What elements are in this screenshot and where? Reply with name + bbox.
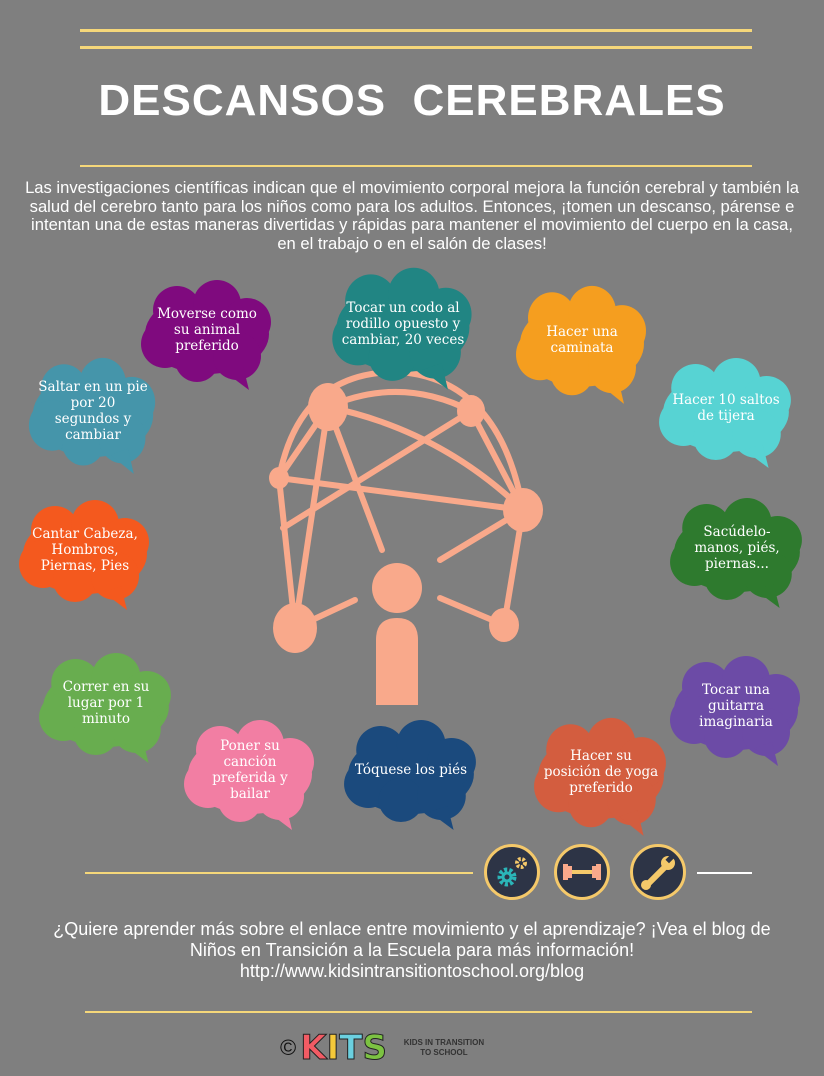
bubble-text: Moverse como su animal preferido [157,306,257,354]
bubble-text: Correr en su lugar por 1 minuto [62,679,150,727]
bubble-text: Sacúdelo- manos, piés, piernas... [694,524,780,572]
cloud-shape [534,717,666,836]
top-rule-2 [80,46,752,49]
footer-rule-left [85,872,473,874]
logo-tagline: KIDS IN TRANSITION TO SCHOOL [403,1038,485,1057]
bubble-text: Hacer una caminata [546,324,618,356]
footer-rule-right [697,872,752,874]
footer-text: ¿Quiere aprender más sobre el enlace ent… [40,919,784,982]
thought-bubble: Moverse como su animal preferido [137,280,277,392]
thought-bubble: Correr en su lugar por 1 minuto [35,653,177,765]
thought-bubble: Tóquese los piés [340,720,482,832]
cloud-shape [670,498,802,608]
bubble-text: Poner su canción preferida y bailar [212,738,288,802]
cloud-shape [141,280,271,390]
kits-wordmark: KITS [300,1028,388,1069]
thought-bubble: Poner su canción preferida y bailar [180,720,320,832]
thought-bubble: Hacer una caminata [512,285,652,406]
cloud-shape [28,357,156,474]
bottom-rule [85,1011,752,1013]
cloud-shape [332,267,472,390]
thought-bubble: Hacer su posición de yoga preferido [530,717,672,838]
cloud-shape [516,285,646,404]
bubble-text: Tocar un codo al rodillo opuesto y cambi… [341,300,465,348]
blog-link[interactable]: http://www.kidsintransitiontoschool.org/… [239,961,585,981]
top-rule-1 [80,29,752,32]
intro-paragraph: Las investigaciones científicas indican … [25,178,799,253]
copyright-symbol: © [280,1035,297,1060]
thought-bubble: Sacúdelo- manos, piés, piernas... [666,498,808,610]
cloud-shape [344,720,476,830]
thought-bubble: Cantar Cabeza, Hombros, Piernas, Pies [15,500,155,612]
bubble-text: Hacer 10 saltos de tijera [672,392,780,424]
logo-letter: I [326,1028,340,1069]
dumbbell-icon [554,844,610,900]
logo-letter: T [339,1028,363,1069]
bubble-text: Hacer su posición de yoga preferido [543,748,659,796]
title-rule [80,165,752,167]
cloud-shape [659,358,791,468]
wrench-icon [630,844,686,900]
thought-bubble: Tocar un codo al rodillo opuesto y cambi… [328,267,478,392]
kits-logo: © KITS KIDS IN TRANSITION TO SCHOOL [280,1028,489,1069]
footer-message: ¿Quiere aprender más sobre el enlace ent… [53,919,771,960]
page-title-text: DESCANSOS CEREBRALES [98,76,726,125]
bubble-text: Tocar una guitarra imaginaria [699,682,773,730]
bubble-text: Cantar Cabeza, Hombros, Piernas, Pies [32,526,138,574]
bubble-text: Saltar en un pie por 20 segundos y cambi… [38,379,148,443]
thought-bubble: Hacer 10 saltos de tijera [655,358,797,470]
bubble-text: Tóquese los piés [354,762,468,778]
cloud-shape [19,500,149,610]
thought-bubble: Saltar en un pie por 20 segundos y cambi… [25,357,161,476]
cloud-shape [39,653,171,763]
logo-letter: S [362,1028,387,1069]
logo-letter: K [300,1028,327,1069]
cloud-shape [184,720,314,830]
cloud-shape [670,656,800,766]
thought-bubble: Tocar una guitarra imaginaria [666,656,806,768]
page-title: DESCANSOS CEREBRALES [40,66,784,136]
gears-icon [484,844,540,900]
